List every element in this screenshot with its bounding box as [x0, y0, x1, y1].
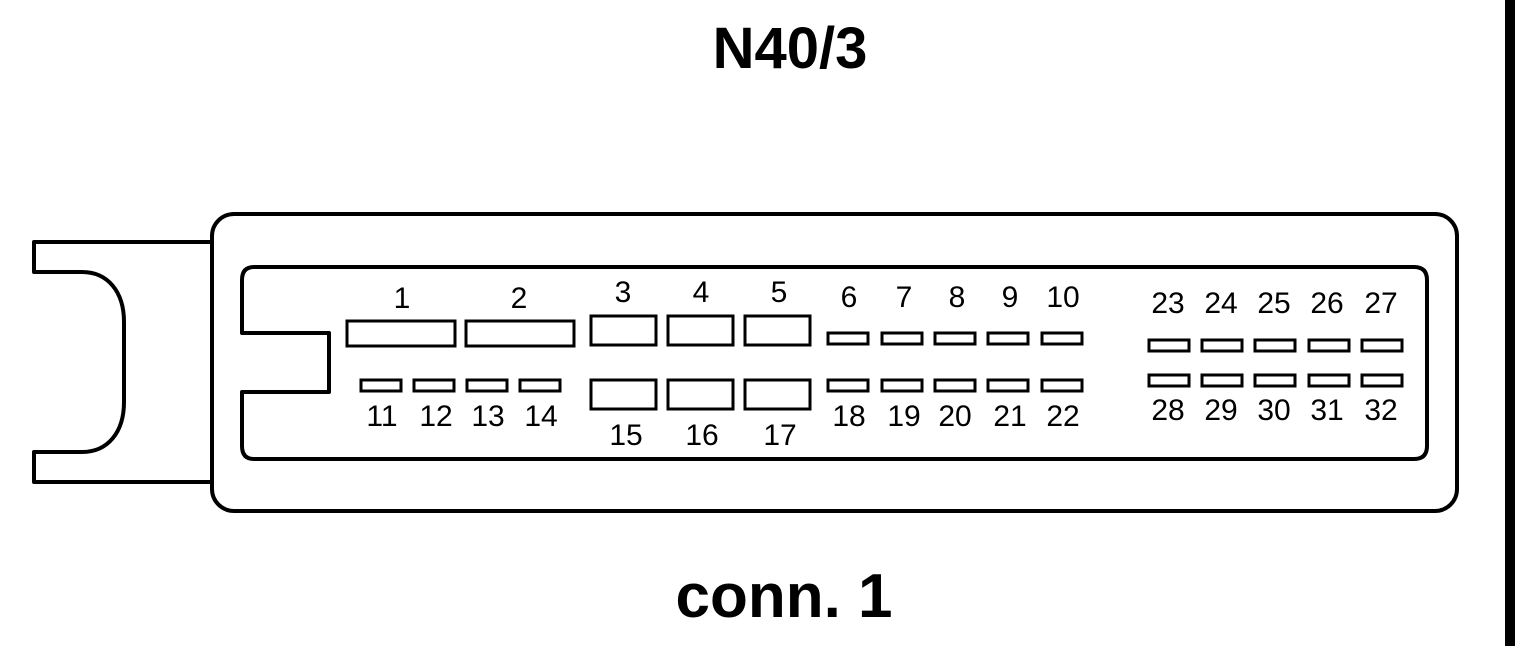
pin-15-label: 15 [609, 419, 642, 452]
pin-21-label: 21 [993, 400, 1026, 433]
pin-20-terminal [933, 378, 977, 393]
pin-26-terminal [1307, 338, 1351, 353]
pin-4-terminal [666, 314, 735, 347]
pin-1-terminal [345, 319, 457, 348]
pin-22-label: 22 [1046, 400, 1079, 433]
pin-23-terminal [1147, 338, 1191, 353]
pin-6-terminal [826, 331, 870, 346]
pin-16-label: 16 [685, 419, 718, 452]
pin-27-terminal [1360, 338, 1404, 353]
pin-5-terminal [743, 314, 812, 347]
pin-3-label: 3 [615, 276, 632, 309]
pin-26-label: 26 [1310, 287, 1343, 320]
pin-cavity [240, 265, 1429, 461]
pin-18-terminal [826, 378, 870, 393]
pin-9-label: 9 [1002, 281, 1019, 314]
pin-6-label: 6 [841, 281, 858, 314]
pin-29-label: 29 [1204, 394, 1237, 427]
pin-14-terminal [518, 378, 562, 393]
pin-11-label: 11 [366, 400, 397, 433]
pin-2-terminal [464, 319, 576, 348]
pin-24-label: 24 [1204, 287, 1237, 320]
pin-5-label: 5 [771, 276, 788, 309]
pin-15-terminal [589, 378, 658, 411]
pin-19-terminal [880, 378, 924, 393]
right-edge-bar [1505, 0, 1515, 646]
pin-3-terminal [589, 314, 658, 347]
pin-31-label: 31 [1310, 394, 1343, 427]
pin-29-terminal [1200, 373, 1244, 388]
pin-32-terminal [1360, 373, 1404, 388]
pin-22-terminal [1040, 378, 1084, 393]
pin-28-terminal [1147, 373, 1191, 388]
pin-10-label: 10 [1046, 281, 1079, 314]
pin-28-label: 28 [1151, 394, 1184, 427]
pin-25-terminal [1253, 338, 1297, 353]
pin-1-label: 1 [394, 282, 411, 315]
pin-30-terminal [1253, 373, 1297, 388]
connector-housing [210, 212, 1459, 513]
pin-8-label: 8 [949, 281, 966, 314]
locking-tab [32, 240, 212, 484]
pin-7-label: 7 [896, 281, 913, 314]
pin-23-label: 23 [1151, 287, 1184, 320]
pin-17-terminal [743, 378, 812, 411]
pin-20-label: 20 [938, 400, 971, 433]
pin-2-label: 2 [511, 282, 528, 315]
connector-caption: conn. 1 [675, 562, 892, 631]
pin-13-label: 13 [471, 400, 504, 433]
pin-24-terminal [1200, 338, 1244, 353]
pin-12-terminal [412, 378, 456, 393]
pin-18-label: 18 [832, 400, 865, 433]
pin-30-label: 30 [1257, 394, 1290, 427]
pin-4-label: 4 [693, 276, 710, 309]
pin-12-label: 12 [419, 400, 452, 433]
pin-16-terminal [666, 378, 735, 411]
connector-title: N40/3 [713, 16, 868, 81]
pin-31-terminal [1307, 373, 1351, 388]
pin-9-terminal [986, 331, 1030, 346]
pin-32-label: 32 [1364, 394, 1397, 427]
pin-7-terminal [880, 331, 924, 346]
pin-11-terminal [359, 378, 403, 393]
pin-14-label: 14 [524, 400, 557, 433]
pin-25-label: 25 [1257, 287, 1290, 320]
pin-21-terminal [986, 378, 1030, 393]
pin-19-label: 19 [887, 400, 920, 433]
pin-8-terminal [933, 331, 977, 346]
pin-13-terminal [465, 378, 509, 393]
pin-17-label: 17 [763, 419, 796, 452]
pin-10-terminal [1040, 331, 1084, 346]
pin-27-label: 27 [1364, 287, 1397, 320]
